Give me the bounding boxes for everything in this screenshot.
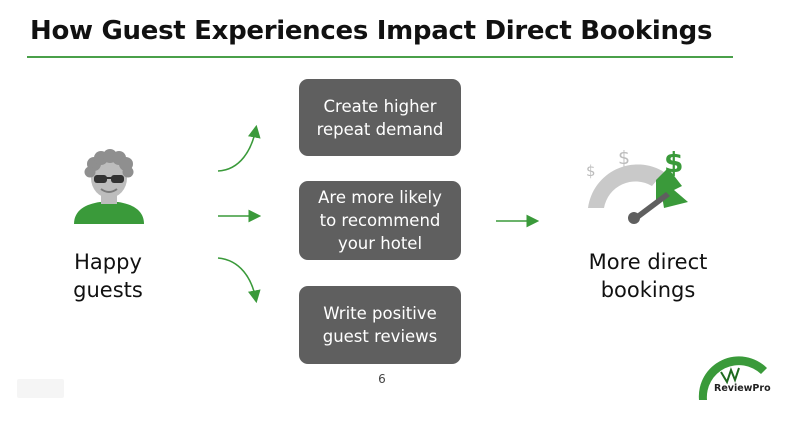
benefit-text: Are more likely to recommend your hotel [318, 188, 442, 253]
person-sunglasses-icon [74, 149, 144, 224]
benefit-box-recommend: Are more likely to recommend your hotel [299, 181, 461, 260]
dollar-symbol: $ [586, 162, 596, 180]
footer-placeholder [17, 379, 64, 398]
logo-text: ReviewPro [714, 383, 771, 394]
dollar-symbol: $ [618, 147, 630, 169]
dollar-symbol: $ [664, 146, 683, 179]
benefit-box-repeat-demand: Create higher repeat demand [299, 79, 461, 156]
arrow-icon [217, 257, 261, 304]
benefit-text: Write positive guest reviews [322, 304, 438, 346]
reviewpro-logo [698, 356, 767, 400]
more-direct-bookings-label: More direct bookings [588, 250, 708, 302]
happy-guests-label: Happy guests [73, 250, 143, 302]
benefit-text: Create higher repeat demand [316, 96, 444, 139]
page-number: 6 [378, 372, 386, 386]
title-divider [27, 56, 733, 58]
benefit-box-reviews: Write positive guest reviews [299, 286, 461, 364]
arrow-icon [217, 124, 261, 172]
speedometer-dollar-icon: $ $ $ [586, 146, 688, 224]
slide-title: How Guest Experiences Impact Direct Book… [30, 16, 713, 46]
